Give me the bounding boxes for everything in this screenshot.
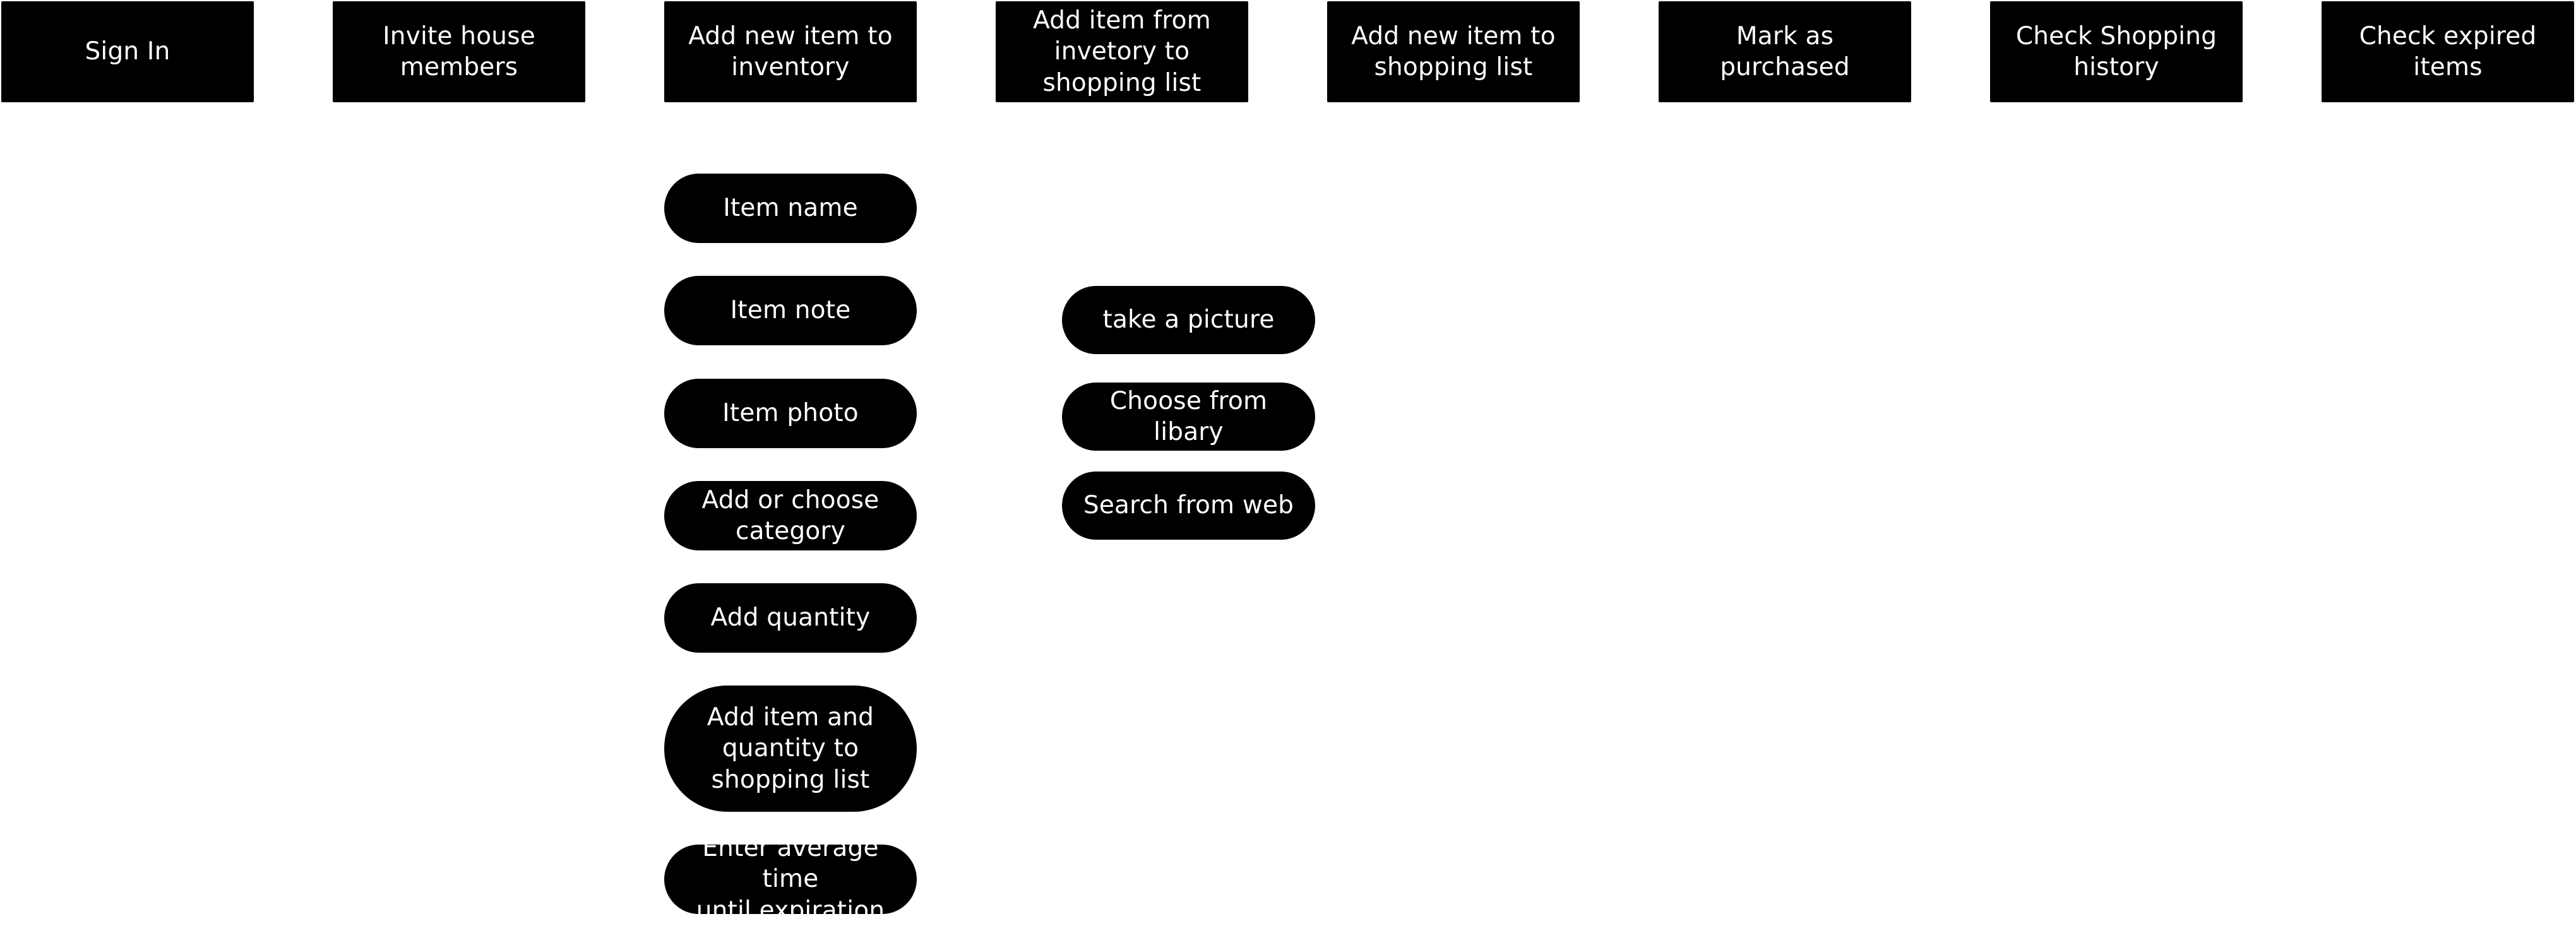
step-add-quantity: Add quantity [664,583,917,653]
feature-sign-in: Sign In [1,1,254,102]
step-add-or-choose-category: Add or choose category [664,481,917,550]
feature-check-expired-items: Check expired items [2322,1,2574,102]
feature-add-item-from-inventory-to-shopping-list: Add item from invetory to shopping list [996,1,1248,102]
photo-option-choose-from-library: Choose from libary [1062,383,1315,451]
feature-invite-house-members: Invite house members [333,1,585,102]
photo-option-take-a-picture: take a picture [1062,286,1315,354]
step-item-note: Item note [664,276,917,345]
feature-mark-as-purchased: Mark as purchased [1659,1,1911,102]
feature-add-new-item-to-inventory: Add new item to inventory [664,1,917,102]
step-enter-average-time-until-expiration: Enter average time until expiration [664,834,917,925]
step-item-name: Item name [664,174,917,243]
feature-add-new-item-to-shopping-list: Add new item to shopping list [1327,1,1580,102]
feature-check-shopping-history: Check Shopping history [1990,1,2243,102]
step-add-item-and-quantity-to-shopping-list: Add item and quantity to shopping list [664,686,917,812]
step-item-photo: Item photo [664,379,917,448]
photo-option-search-from-web: Search from web [1062,472,1315,540]
